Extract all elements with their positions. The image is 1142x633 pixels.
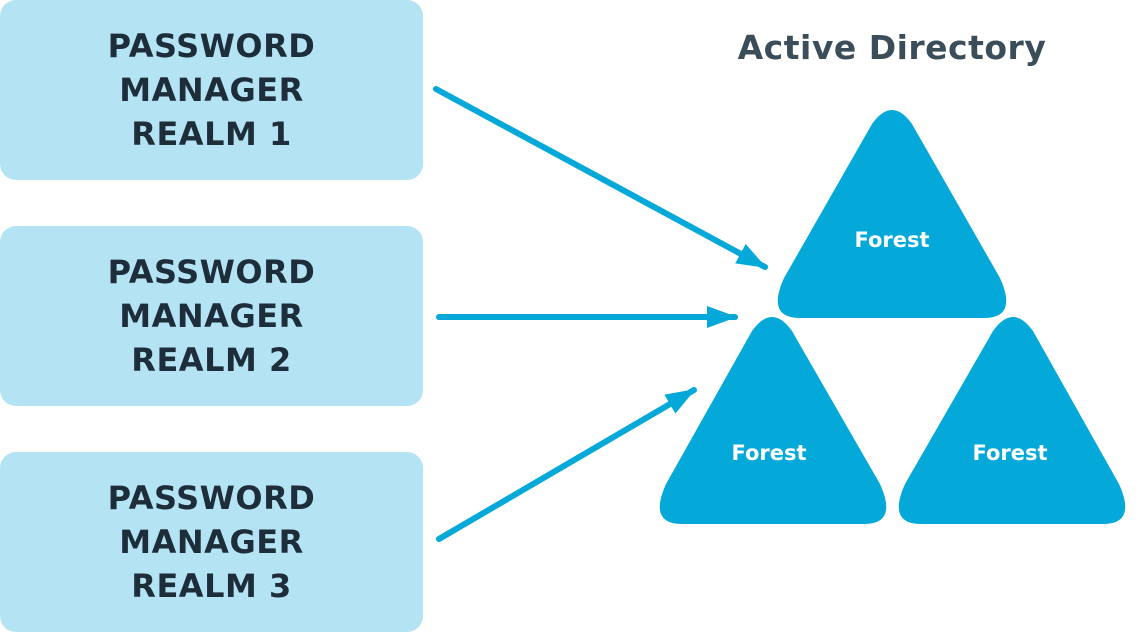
realm-2-box: PASSWORD MANAGER REALM 2 (0, 226, 423, 406)
forest-label-top: Forest (854, 228, 929, 252)
arrow-realm-3 (436, 387, 697, 542)
forest-triangle-bottom-right (898, 317, 1126, 524)
forest-triangle-bottom-left (659, 317, 887, 524)
realm-2-label: PASSWORD MANAGER REALM 2 (107, 253, 316, 379)
forest-triangle-top (777, 110, 1007, 318)
realm-3-label: PASSWORD MANAGER REALM 3 (107, 479, 316, 605)
arrow-realm-1 (433, 86, 768, 270)
forest-label-bottom-right: Forest (972, 441, 1047, 465)
realm-3-box: PASSWORD MANAGER REALM 3 (0, 452, 423, 632)
realm-1-label: PASSWORD MANAGER REALM 1 (107, 27, 316, 153)
forest-label-bottom-left: Forest (731, 441, 806, 465)
realm-1-box: PASSWORD MANAGER REALM 1 (0, 0, 423, 180)
active-directory-title: Active Directory (737, 28, 1047, 67)
